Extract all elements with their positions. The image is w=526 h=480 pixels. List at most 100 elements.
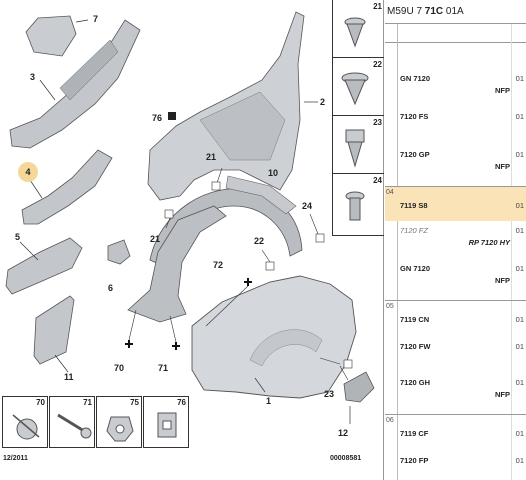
group-number: 05 — [386, 303, 394, 310]
callout-2[interactable]: 2 — [320, 97, 326, 107]
part-code: 7120 GH — [400, 378, 431, 387]
parts-reference-table: M59U 7 71C 01A GN 7120 01 NFP 7120 FS 01… — [385, 0, 526, 480]
part-qty: 01 — [515, 201, 524, 210]
reference-suffix: 01A — [443, 6, 464, 17]
part-4-rail — [21, 149, 113, 225]
screw-71-icon — [57, 413, 92, 439]
fastener-box-76[interactable]: 76 — [143, 396, 189, 448]
part-code: 7119 CF — [400, 429, 429, 438]
table-row[interactable]: 7120 GH 01 NFP — [385, 372, 526, 408]
group-number: 04 — [386, 189, 394, 196]
part-cell-24[interactable]: 24 — [333, 174, 384, 236]
part-code: 7119 S8 — [400, 201, 428, 210]
callout-72[interactable]: 72 — [213, 260, 224, 270]
clip-21-icon — [344, 17, 366, 48]
callout-76[interactable]: 76 — [152, 113, 163, 123]
part-qty: 01 — [515, 226, 524, 235]
clip-22-icon — [341, 72, 369, 106]
fastener-75-number: 75 — [130, 398, 139, 407]
reference-header: M59U 7 71C 01A — [385, 0, 526, 24]
screw-70-icon — [12, 414, 40, 440]
nfp-flag: NFP — [495, 276, 510, 285]
fastener-box-71[interactable]: 71 — [49, 396, 95, 448]
table-row[interactable]: 7120 FW 01 — [385, 336, 526, 366]
callout-5[interactable]: 5 — [15, 232, 21, 242]
clip-parts-column: 21 22 23 24 — [332, 0, 384, 236]
part-23-number: 23 — [373, 118, 382, 127]
replacement-note: RP 7120 HY — [468, 238, 510, 247]
callout-11[interactable]: 11 — [64, 372, 74, 382]
part-qty: 01 — [515, 112, 524, 121]
header-divider — [385, 42, 526, 43]
part-24-number: 24 — [373, 176, 382, 185]
part-qty: 01 — [515, 315, 524, 324]
group-column-line — [397, 24, 398, 480]
part-qty: 01 — [515, 264, 524, 273]
callout-22[interactable]: 22 — [254, 236, 265, 246]
part-code: 7120 FW — [400, 342, 431, 351]
table-row[interactable]: 05 7119 CN 01 — [385, 301, 526, 335]
callout-4-label: 4 — [25, 167, 31, 177]
part-code: 7120 FP — [400, 456, 429, 465]
callout-12[interactable]: 12 — [338, 428, 349, 438]
table-row[interactable]: 7120 GP 01 NFP — [385, 144, 526, 180]
callout-23[interactable]: 23 — [324, 389, 335, 399]
callout-21-top[interactable]: 21 — [206, 152, 217, 162]
part-code-superseded: 7120 FZ — [400, 226, 428, 235]
group-divider — [385, 414, 526, 415]
callout-10[interactable]: 10 — [268, 168, 279, 178]
part-code: GN 7120 — [400, 74, 431, 83]
part-qty: 01 — [515, 74, 524, 83]
part-cell-21[interactable]: 21 — [333, 0, 384, 58]
part-qty: 01 — [515, 429, 524, 438]
part-6-bracket — [107, 239, 131, 265]
clip-23-icon — [345, 129, 365, 168]
callout-71[interactable]: 71 — [158, 363, 169, 373]
callout-7[interactable]: 7 — [93, 14, 99, 24]
part-2-apron — [147, 11, 305, 201]
table-row[interactable]: 7120 FP 01 — [385, 450, 526, 478]
part-11-panel — [33, 295, 75, 365]
clip-24-icon — [345, 191, 365, 221]
callout-4-highlighted[interactable]: 4 — [18, 162, 38, 182]
part-qty: 01 — [515, 150, 524, 159]
nfp-flag: NFP — [495, 86, 510, 95]
fastener-box-75[interactable]: 75 — [96, 396, 142, 448]
callout-21-left[interactable]: 21 — [150, 234, 161, 244]
fastener-71-number: 71 — [83, 398, 92, 407]
part-qty: 01 — [515, 378, 524, 387]
part-21-number: 21 — [373, 2, 382, 11]
callout-3[interactable]: 3 — [30, 72, 36, 82]
footer-date: 12/2011 — [3, 455, 28, 462]
table-row-selected[interactable]: 04 7119 S8 01 — [385, 187, 526, 221]
group-divider — [385, 300, 526, 301]
callout-24[interactable]: 24 — [302, 201, 313, 211]
part-code: 7119 CN — [400, 315, 430, 324]
part-5-bracket — [5, 237, 83, 295]
part-code: GN 7120 — [400, 264, 431, 273]
table-row[interactable]: GN 7120 01 NFP — [385, 66, 526, 96]
reference-bold: 71C — [424, 6, 444, 17]
fastener-76-number: 76 — [177, 398, 186, 407]
part-code: 7120 GP — [400, 150, 430, 159]
part-cell-22[interactable]: 22 — [333, 58, 384, 116]
front-liner — [127, 205, 227, 323]
part-cell-23[interactable]: 23 — [333, 116, 384, 174]
table-row[interactable]: GN 7120 01 NFP — [385, 256, 526, 296]
clip-76-icon — [157, 412, 177, 438]
table-row[interactable]: 7120 FZ 01 RP 7120 HY — [385, 222, 526, 250]
callout-6[interactable]: 6 — [108, 283, 114, 293]
table-row[interactable]: 7120 FS 01 — [385, 108, 526, 138]
part-qty: 01 — [515, 456, 524, 465]
part-22-number: 22 — [373, 60, 382, 69]
part-code: 7120 FS — [400, 112, 429, 121]
qty-column-line — [511, 24, 512, 480]
fastener-box-70[interactable]: 70 — [2, 396, 48, 448]
parts-drawing — [5, 11, 375, 424]
table-row[interactable]: 06 7119 CF 01 — [385, 415, 526, 449]
group-divider — [385, 186, 526, 187]
callout-70[interactable]: 70 — [114, 363, 125, 373]
nut-75-icon — [106, 416, 134, 442]
part-12-cap — [343, 371, 375, 403]
callout-1[interactable]: 1 — [266, 396, 272, 406]
